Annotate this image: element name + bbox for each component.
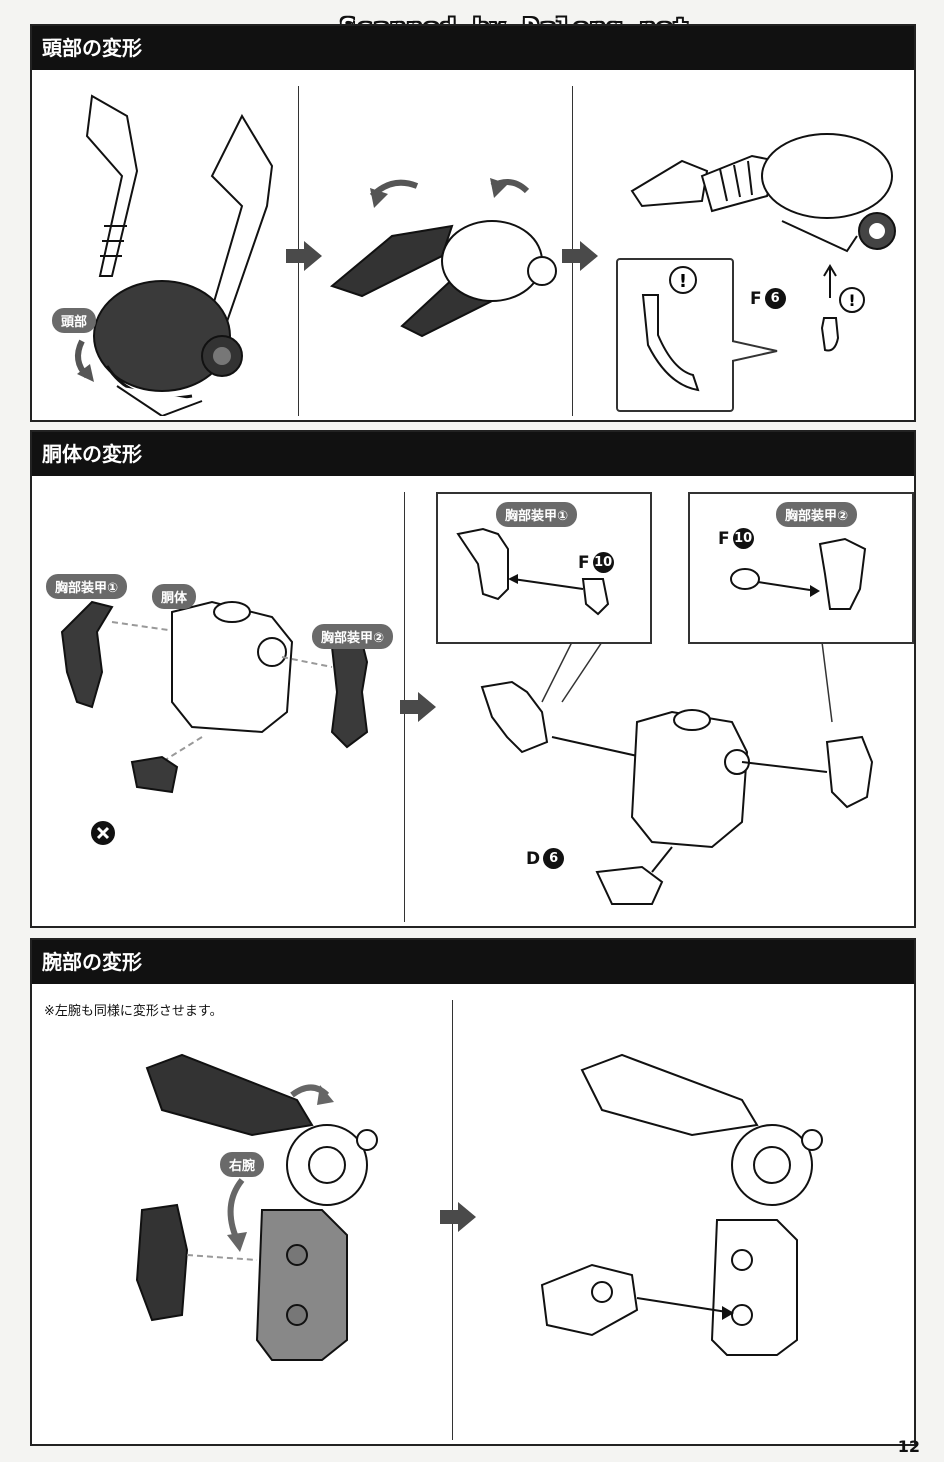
section-title: 胴体の変形 (32, 432, 914, 476)
part-number: 10 (732, 528, 754, 549)
part-f6-illustration: ! (800, 258, 870, 358)
part-number: 6 (543, 848, 565, 869)
part-letter: F (578, 552, 590, 573)
section-title: 頭部の変形 (32, 26, 914, 70)
part-letter: D (526, 848, 541, 869)
part-code-f10-b: F 10 (718, 528, 754, 549)
section-torso-transform: 胴体の変形 胸部装甲① 胴体 胸部装甲② 胸部装甲① (30, 430, 916, 928)
section-head-transform: 頭部の変形 頭部 (30, 24, 916, 422)
section-title: 腕部の変形 (32, 940, 914, 984)
caution-inset-box: ! (616, 258, 734, 412)
head-step-3-illustration (602, 121, 907, 281)
section-arm-transform: 腕部の変形 ※左腕も同様に変形させます。 右腕 (30, 938, 916, 1446)
part-code-f10-a: F 10 (578, 552, 614, 573)
arm-step-2-illustration (522, 1040, 902, 1440)
arm-note: ※左腕も同様に変形させます。 (44, 1004, 223, 1019)
prohibited-x-icon (90, 820, 116, 846)
armor-1-inset-label: 胸部装甲① (496, 502, 578, 527)
caution-callout-pointer (732, 336, 782, 366)
armor-1-label: 胸部装甲① (46, 574, 128, 599)
next-step-arrow-icon (562, 241, 598, 271)
part-number: 10 (592, 552, 614, 573)
svg-text:!: ! (848, 291, 855, 310)
svg-text:!: ! (679, 271, 687, 292)
part-code-d6: D 6 (526, 848, 565, 869)
torso-step-1-illustration (42, 572, 392, 862)
next-step-arrow-icon (286, 241, 322, 271)
head-step-2-illustration (322, 166, 562, 366)
head-label: 頭部 (52, 308, 97, 333)
page-number: 12 (897, 1437, 920, 1456)
next-step-arrow-icon (440, 1202, 476, 1232)
torso-step-2-illustration (452, 642, 892, 922)
next-step-arrow-icon (400, 692, 436, 722)
armor-2-label: 胸部装甲② (312, 624, 394, 649)
head-step-1-illustration: 頭部 (42, 76, 292, 416)
part-letter: F (750, 288, 762, 309)
armor-2-inset-label: 胸部装甲② (776, 502, 858, 527)
part-code-f6: F 6 (750, 288, 786, 309)
arm-step-1-illustration (122, 1040, 442, 1440)
part-number: 6 (764, 288, 786, 309)
body-label: 胴体 (152, 584, 197, 609)
part-letter: F (718, 528, 730, 549)
right-arm-label: 右腕 (220, 1152, 265, 1177)
